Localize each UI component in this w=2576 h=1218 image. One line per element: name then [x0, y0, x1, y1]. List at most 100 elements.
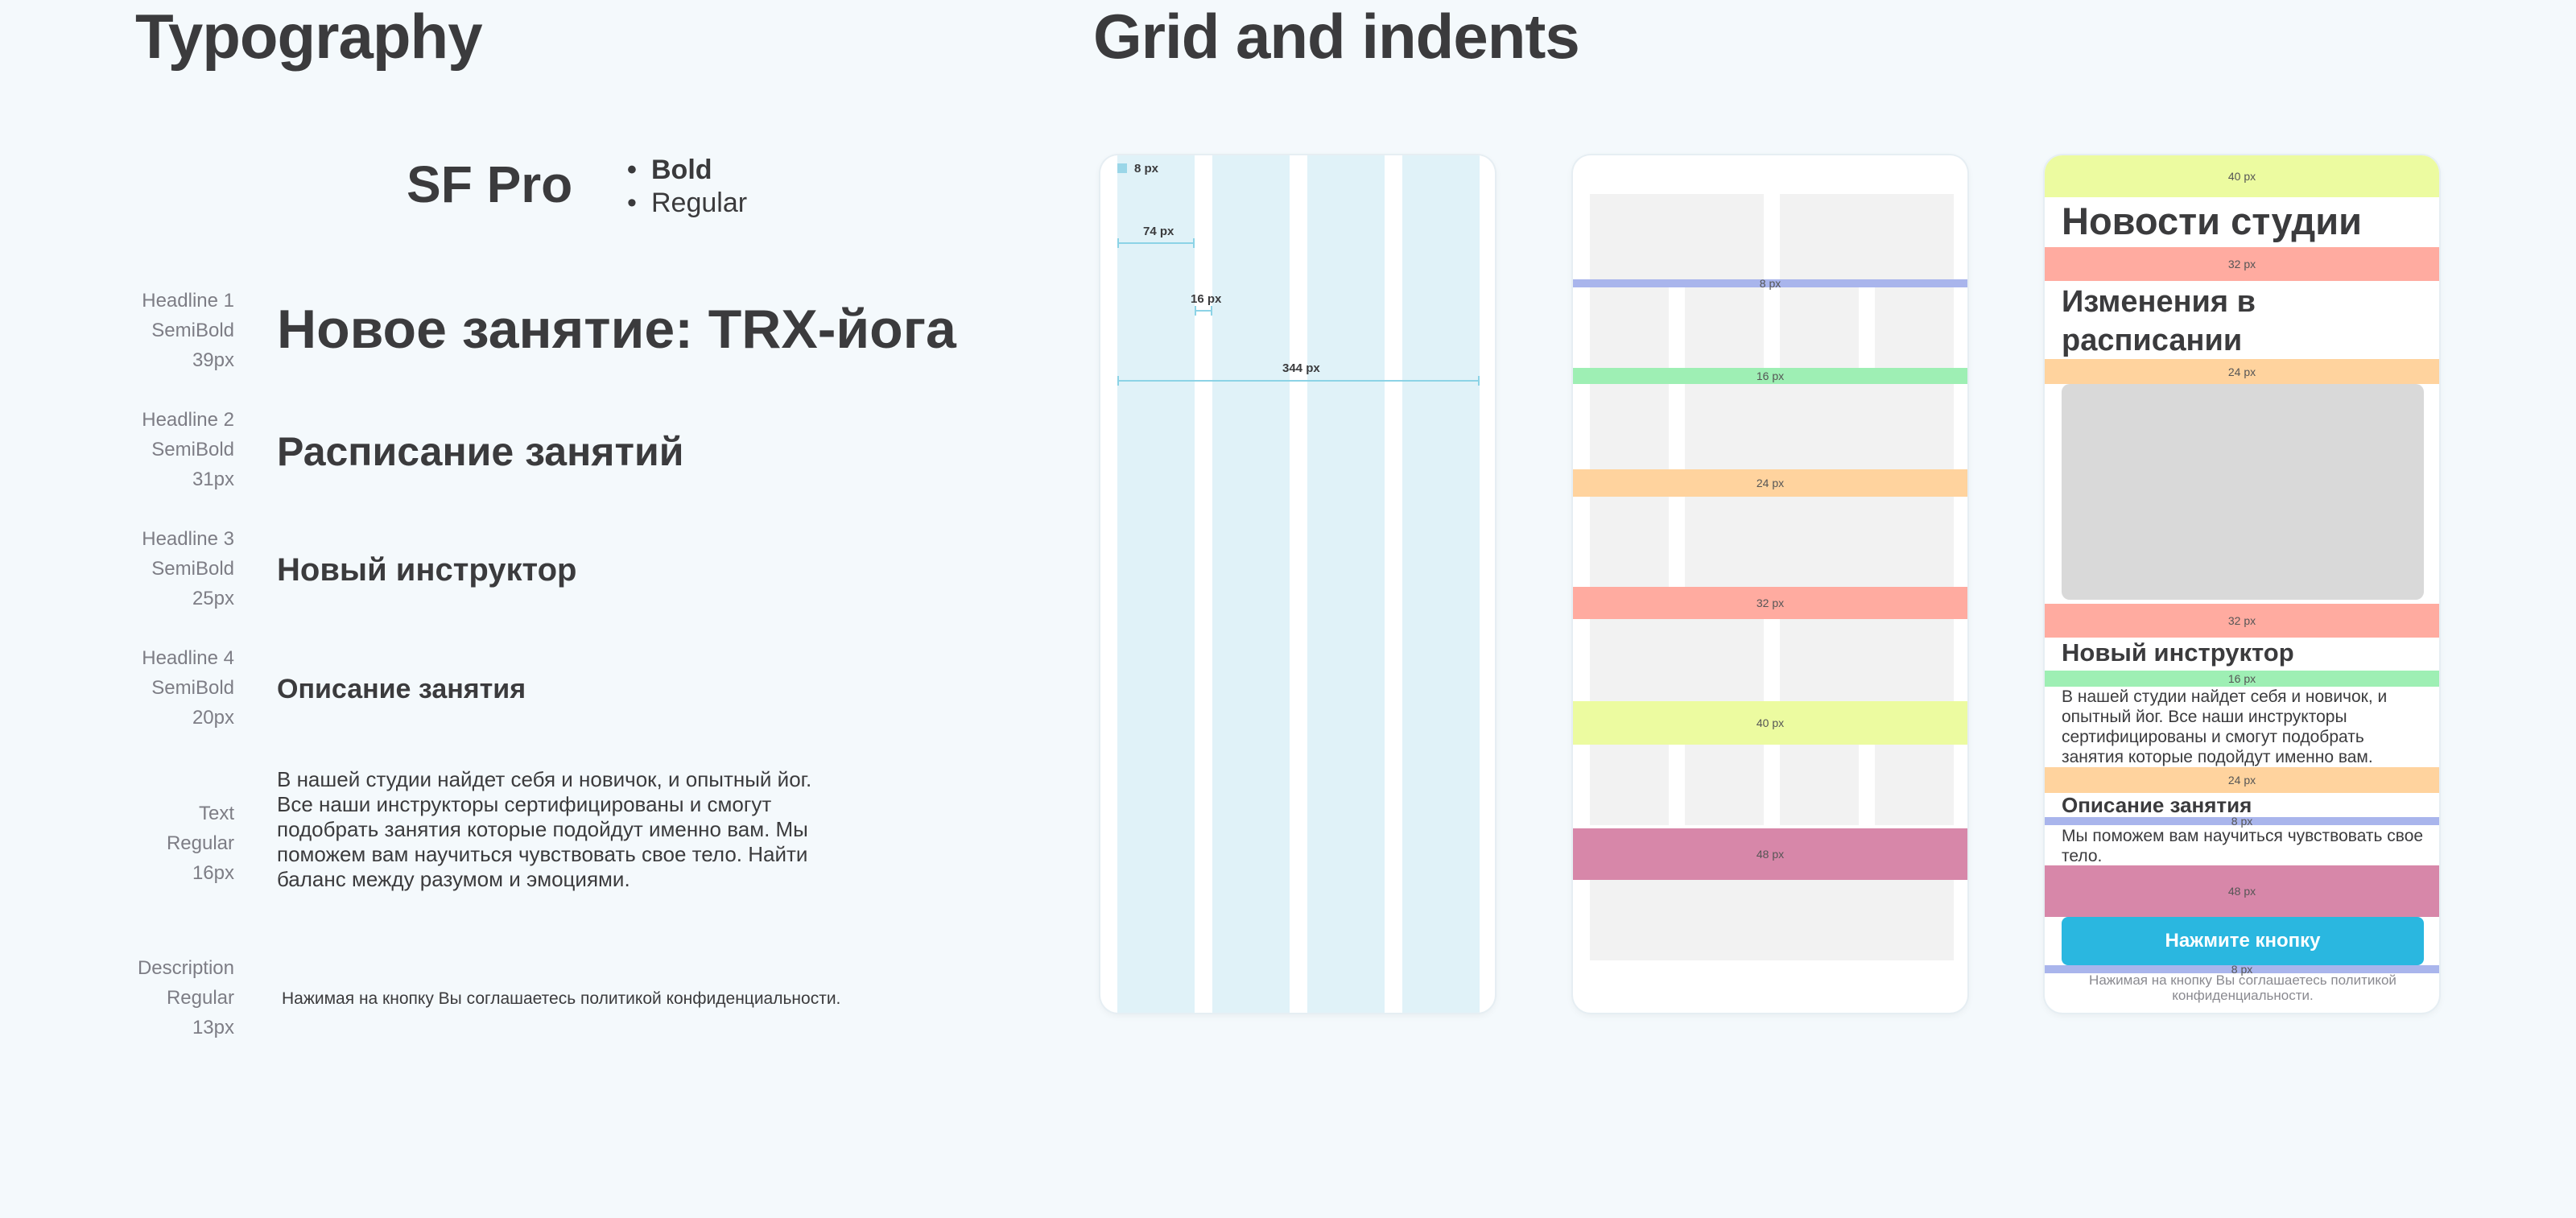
example-headline3: Новый инструктор — [2062, 638, 2294, 667]
indent-band-32: 32 px — [2045, 604, 2439, 638]
headline2-sample: Расписание занятий — [277, 429, 684, 474]
indent-band-label: 8 px — [2231, 815, 2253, 828]
example-headline1: Новости студии — [2062, 200, 2363, 242]
text-sample: В нашей студии найдет себя и новичок, и … — [277, 767, 812, 891]
indent-band-24: 24 px — [1573, 469, 1967, 497]
headline3-meta: Headline 3 SemiBold 25px — [97, 524, 234, 613]
placeholder-block — [1685, 384, 1954, 469]
placeholder-block — [1780, 619, 1954, 701]
description-name: Description — [137, 957, 234, 979]
description-size: 13px — [192, 1017, 234, 1038]
headline3-weight: SemiBold — [151, 558, 234, 580]
example-headline4: Описание занятия — [2062, 793, 2252, 817]
indent-band-label: 40 px — [1756, 716, 1785, 729]
headline4-meta: Headline 4 SemiBold 20px — [97, 643, 234, 733]
gutter-width-arrow — [1195, 306, 1212, 316]
indent-band-32: 32 px — [1573, 587, 1967, 619]
indent-band-8: 8 px — [2045, 963, 2439, 976]
column-width-label: 74 px — [1143, 225, 1174, 238]
indent-band-8: 8 px — [1573, 277, 1967, 290]
description-weight: Regular — [166, 987, 234, 1009]
example-primary-button[interactable]: Нажмите кнопку — [2062, 917, 2424, 965]
placeholder-block — [1590, 384, 1669, 469]
placeholder-block — [1590, 287, 1669, 368]
headline3-name: Headline 3 — [142, 528, 234, 550]
headline4-name: Headline 4 — [142, 647, 234, 669]
headline4-weight: SemiBold — [151, 677, 234, 699]
indent-band-16: 16 px — [1573, 368, 1967, 384]
grid-column-3 — [1307, 155, 1385, 1013]
example-body-text: В нашей студии найдет себя и новичок, и … — [2062, 687, 2388, 766]
indent-band-24: 24 px — [2045, 767, 2439, 793]
placeholder-block — [1875, 745, 1954, 825]
placeholder-block — [1685, 497, 1954, 587]
indent-band-label: 16 px — [1756, 370, 1785, 382]
example-phone: 40 px Новости студии 32 px Изменения в р… — [2045, 155, 2439, 1013]
indent-band-label: 8 px — [2231, 963, 2253, 976]
column-width-arrow — [1117, 238, 1195, 248]
indent-band-label: 24 px — [1756, 477, 1785, 489]
text-meta: Text Regular 16px — [97, 799, 234, 888]
placeholder-block — [1590, 194, 1764, 279]
indent-band-label: 32 px — [2227, 258, 2256, 270]
headline4-size: 20px — [192, 707, 234, 729]
indents-phone: 8 px 16 px 24 px 32 px 40 px 48 px — [1573, 155, 1967, 1013]
image-placeholder — [2062, 384, 2424, 600]
text-size: 16px — [192, 862, 234, 884]
indent-band-40: 40 px — [2045, 155, 2439, 197]
grid-column-1 — [1117, 155, 1195, 1013]
indent-band-48: 48 px — [2045, 865, 2439, 917]
text-name: Text — [198, 803, 234, 824]
indent-band-40: 40 px — [1573, 701, 1967, 745]
placeholder-block — [1590, 497, 1669, 587]
example-headline2: Изменения в расписании — [2062, 285, 2256, 357]
margin-marker — [1117, 163, 1127, 173]
example-body-text-2: Мы поможем вам научиться чувствовать сво… — [2062, 827, 2424, 865]
placeholder-block — [1780, 287, 1859, 368]
example-description: Нажимая на кнопку Вы соглашаетесь полити… — [2089, 972, 2396, 1003]
headline1-weight: SemiBold — [151, 320, 234, 341]
placeholder-block — [1875, 287, 1954, 368]
headline2-name: Headline 2 — [142, 409, 234, 431]
placeholder-block — [1780, 745, 1859, 825]
weight-bold: Bold — [627, 154, 747, 187]
description-sample: Нажимая на кнопку Вы соглашаетесь полити… — [282, 989, 841, 1008]
headline1-name: Headline 1 — [142, 290, 234, 312]
placeholder-block — [1590, 619, 1764, 701]
grid-column-4 — [1402, 155, 1480, 1013]
placeholder-block — [1590, 745, 1669, 825]
typography-title: Typography — [135, 1, 483, 72]
indent-band-label: 32 px — [2227, 614, 2256, 627]
headline1-meta: Headline 1 SemiBold 39px — [97, 286, 234, 375]
indent-band-label: 16 px — [2227, 672, 2256, 685]
headline1-size: 39px — [192, 349, 234, 371]
font-weights-list: Bold Regular — [627, 154, 747, 220]
indent-band-label: 8 px — [1759, 277, 1781, 290]
gutter-width-label: 16 px — [1191, 292, 1222, 306]
font-name: SF Pro — [407, 155, 573, 213]
weight-regular: Regular — [627, 187, 747, 220]
placeholder-block — [1780, 194, 1954, 279]
placeholder-block — [1685, 745, 1764, 825]
headline2-meta: Headline 2 SemiBold 31px — [97, 405, 234, 494]
indent-band-16: 16 px — [2045, 671, 2439, 687]
placeholder-block — [1590, 880, 1954, 960]
content-width-arrow — [1117, 376, 1480, 386]
indent-band-32: 32 px — [2045, 247, 2439, 281]
headline2-weight: SemiBold — [151, 439, 234, 460]
grid-columns-phone: 8 px 74 px 16 px 344 px — [1100, 155, 1495, 1013]
indent-band-label: 48 px — [2227, 885, 2256, 898]
indent-band-48: 48 px — [1573, 828, 1967, 880]
headline2-size: 31px — [192, 469, 234, 490]
indent-band-8: 8 px — [2045, 815, 2439, 828]
placeholder-block — [1685, 287, 1764, 368]
headline1-sample: Новое занятие: TRX-йога — [277, 299, 956, 360]
grid-column-2 — [1212, 155, 1290, 1013]
indent-band-label: 48 px — [1756, 848, 1785, 861]
text-weight: Regular — [166, 832, 234, 854]
content-width-label: 344 px — [1282, 361, 1320, 375]
headline3-size: 25px — [192, 588, 234, 609]
headline3-sample: Новый инструктор — [277, 552, 577, 588]
headline4-sample: Описание занятия — [277, 674, 526, 704]
indent-band-label: 24 px — [2227, 774, 2256, 787]
